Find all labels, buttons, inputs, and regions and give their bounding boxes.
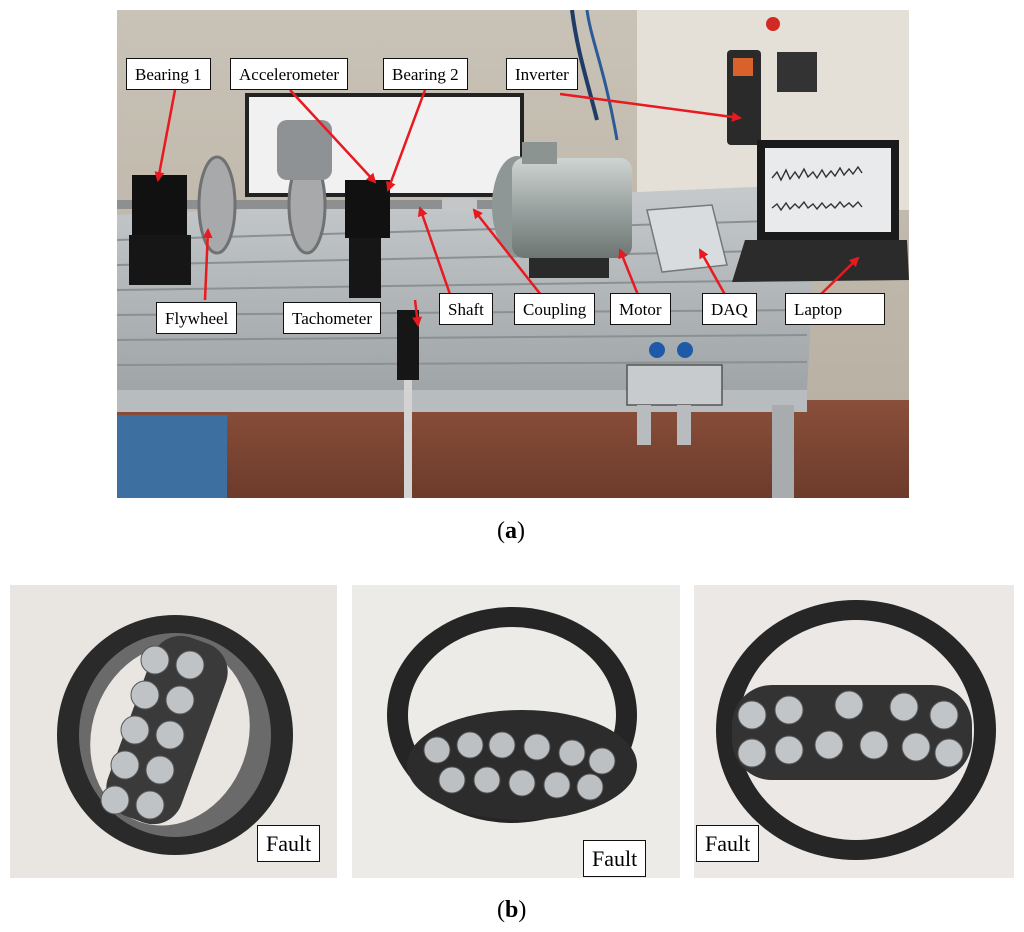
label-inverter: Inverter [506, 58, 578, 90]
bearing-photo-2 [352, 585, 680, 878]
label-laptop: Laptop [785, 293, 885, 325]
label-accelerometer: Accelerometer [230, 58, 349, 90]
caption-a-letter: a [505, 518, 517, 544]
label-motor: Motor [610, 293, 671, 325]
label-daq: DAQ [702, 293, 757, 325]
label-shaft: Shaft [439, 293, 493, 325]
label-bearing-1: Bearing 1 [126, 58, 211, 90]
caption-b: (b) [497, 897, 527, 923]
label-flywheel: Flywheel [156, 302, 238, 334]
fault-label-3: Fault [696, 825, 760, 862]
caption-a: (a) [497, 518, 525, 544]
label-bearing-2: Bearing 2 [383, 58, 468, 90]
fault-label-2: Fault [583, 840, 647, 877]
fault-label-1: Fault [257, 825, 321, 862]
caption-b-letter: b [505, 897, 519, 923]
label-tachometer: Tachometer [283, 302, 381, 334]
bearing-photo-3 [694, 585, 1014, 878]
label-coupling: Coupling [514, 293, 596, 325]
